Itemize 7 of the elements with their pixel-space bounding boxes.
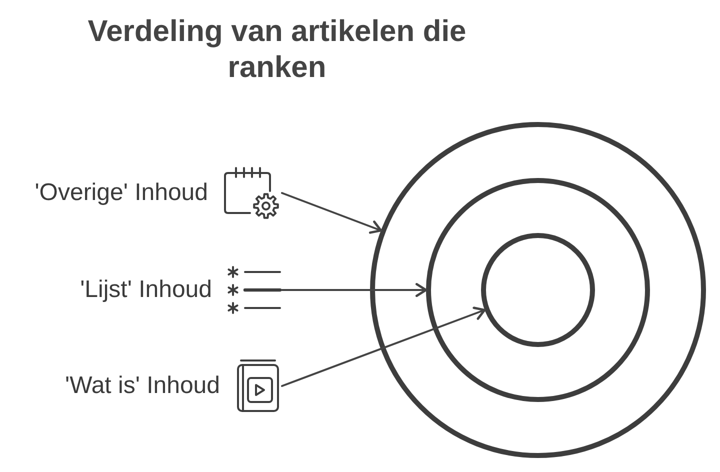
content-label: 'Wat is' Inhoud — [64, 372, 220, 400]
arrow — [281, 306, 486, 387]
arrow — [281, 283, 428, 297]
diagram-title: Verdeling van artikelen die ranken — [86, 14, 468, 86]
content-label: 'Lijst' Inhoud — [80, 276, 212, 304]
content-label: 'Overige' Inhoud — [34, 179, 208, 207]
arrow — [281, 192, 382, 234]
